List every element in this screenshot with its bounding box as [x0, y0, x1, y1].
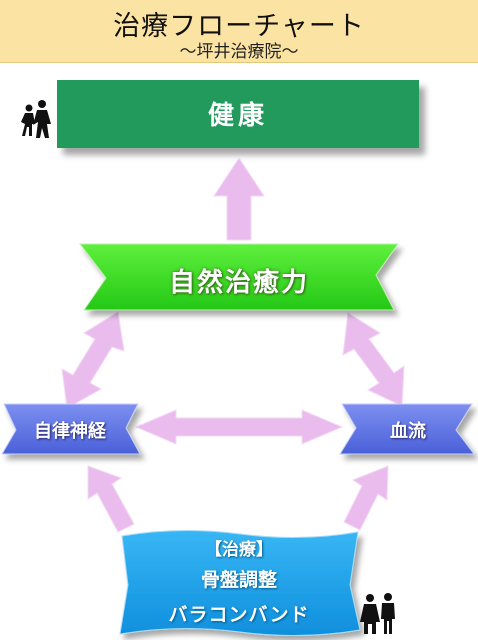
arrow-treatment-to-blood [343, 465, 389, 531]
natural-healing-node [78, 243, 399, 311]
autonomic-nerves-label: 自律神経 [34, 421, 106, 442]
health-label: 健康 [207, 101, 268, 131]
walking-people-icon [21, 100, 51, 138]
treatment-node [119, 529, 361, 637]
arrow-natural-blood [342, 312, 405, 407]
autonomic-nerves-node [1, 403, 141, 455]
treatment-pelvic-adjustment: 骨盤調整 [200, 569, 277, 591]
natural-healing-label: 自然治癒力 [168, 268, 309, 298]
treatment-balacon-band: バラコンバンド [168, 604, 310, 626]
header-banner [0, 0, 478, 63]
blood-flow-node [339, 403, 475, 455]
arrow-ans-blood [134, 409, 344, 445]
arrow-natural-to-health [213, 157, 265, 241]
treatment-heading: 【治療】 [205, 540, 273, 560]
page-subtitle: 〜坪井治療院〜 [179, 42, 299, 62]
page-title: 治療フローチャート [113, 11, 365, 42]
arrow-ans-natural [61, 311, 125, 409]
arrow-treatment-to-ans [87, 465, 135, 533]
blood-flow-label: 血流 [390, 421, 426, 442]
standing-couple-icon [360, 593, 395, 634]
health-box [57, 80, 419, 148]
